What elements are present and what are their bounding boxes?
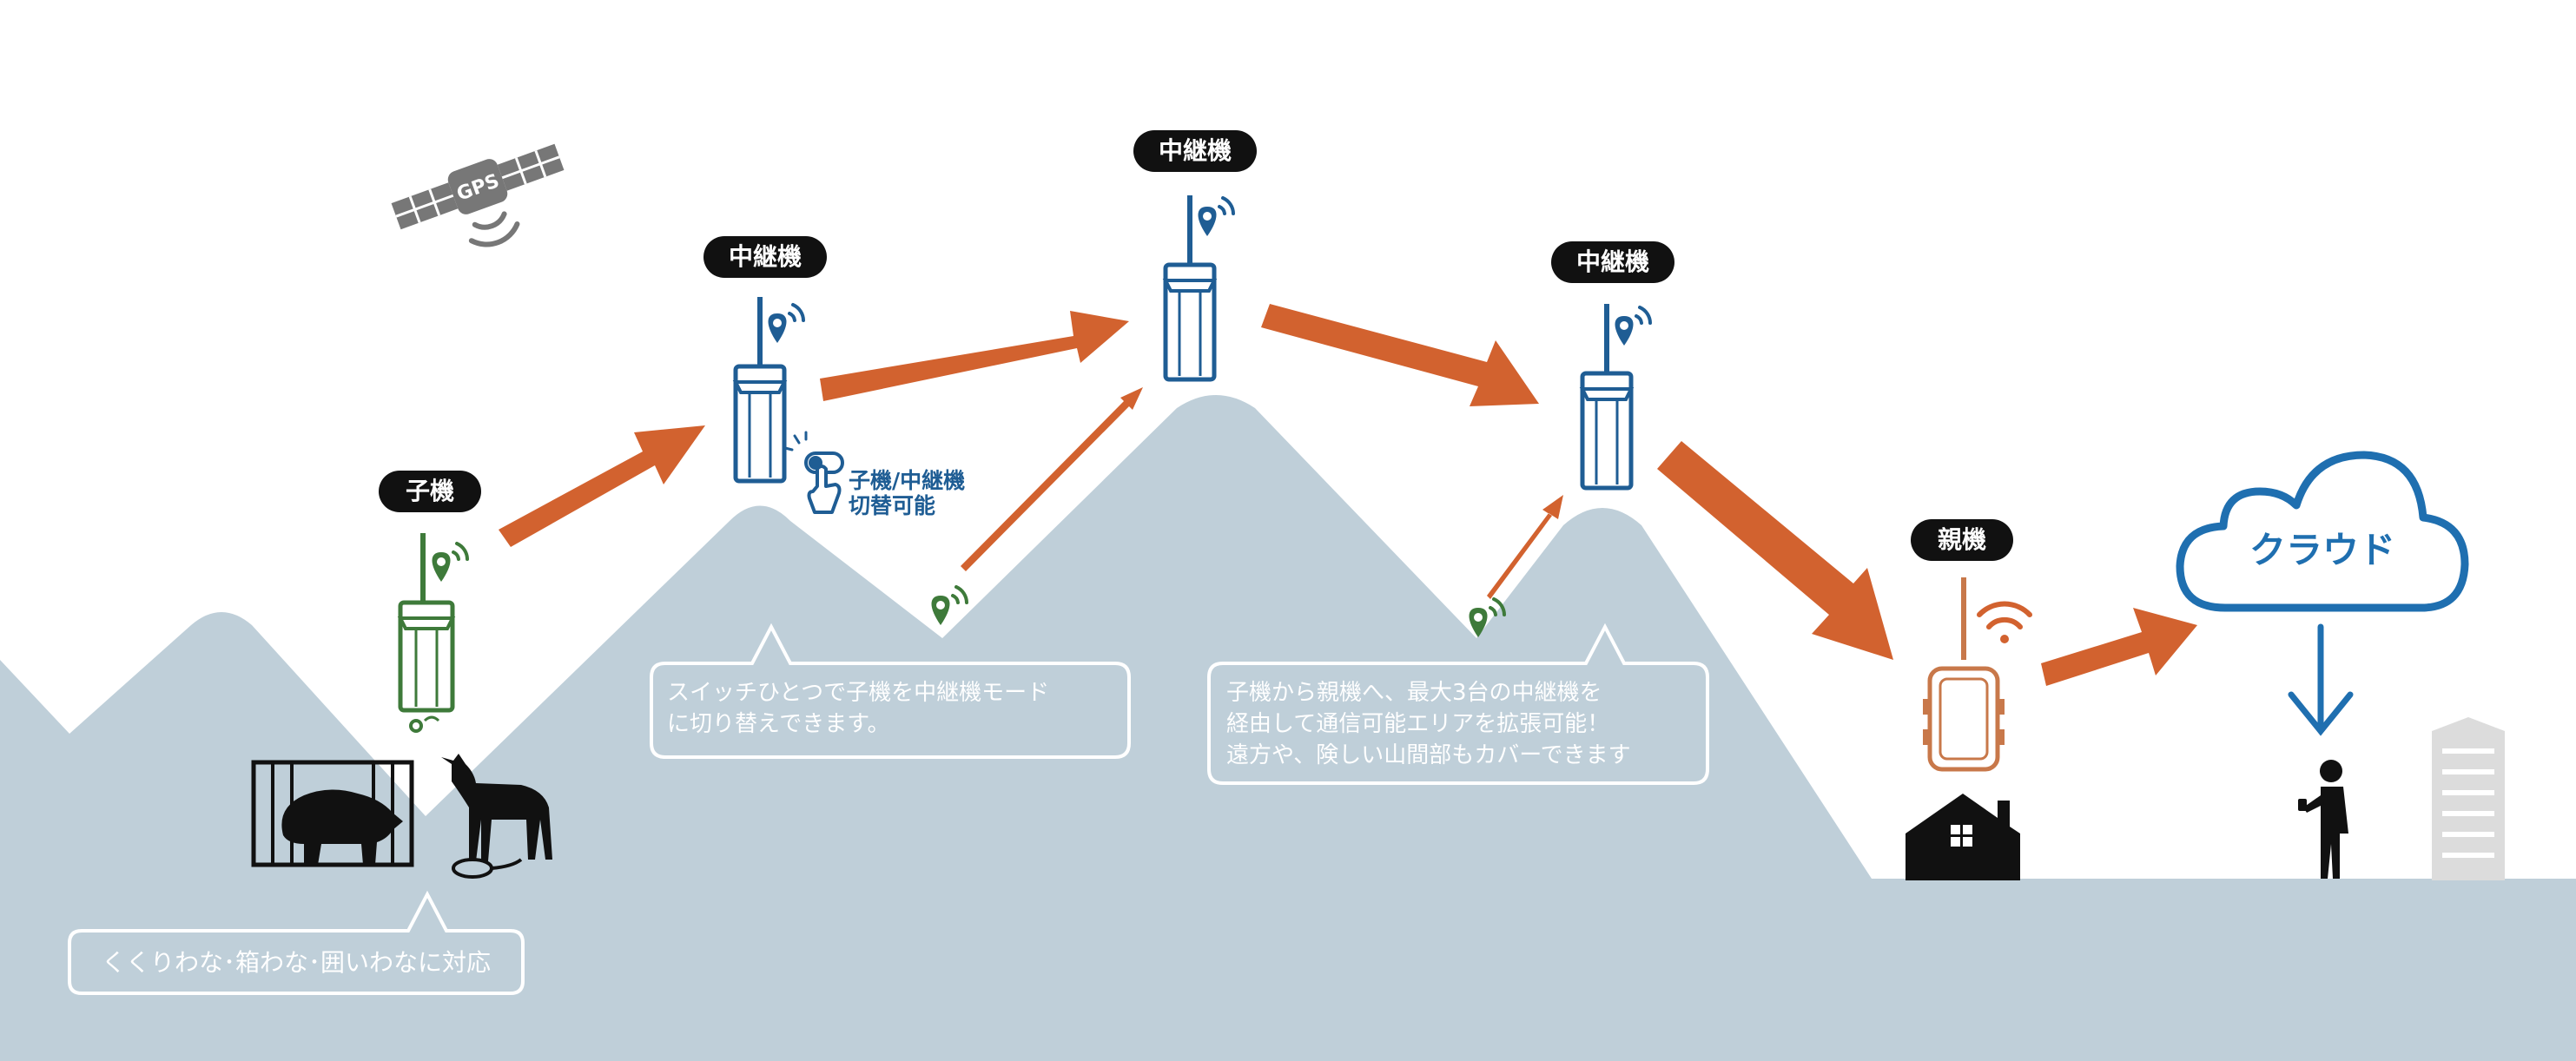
relay3-location-pin-icon <box>1613 306 1652 347</box>
deer-icon <box>441 754 552 861</box>
callout-traps-text: くくりわな･箱わな･囲いわなに対応 <box>102 948 491 977</box>
mountain-range <box>0 395 2576 1061</box>
arrow-parent-to-cloud <box>2041 608 2197 686</box>
snare-trap-icon <box>452 858 523 879</box>
label-relay-3: 中継機 <box>1551 241 1674 283</box>
callout-relay-line2: 経由して通信可能エリアを拡張可能！ <box>1226 711 1609 737</box>
person-icon <box>2298 760 2348 879</box>
relay1-location-pin-icon <box>766 303 805 345</box>
relay2-location-pin-icon <box>1196 196 1235 238</box>
callout-switch-line2: に切り替えできます。 <box>667 711 890 737</box>
switch-label-line1: 子機/中継機 <box>849 468 965 493</box>
signal-arrows <box>499 304 2197 686</box>
arrow-relay1-to-relay2 <box>820 311 1129 401</box>
label-relay-2-text: 中継機 <box>1159 136 1232 165</box>
label-parent: 親機 <box>1911 519 2013 561</box>
arrow-pin-to-relay3 <box>1487 495 1563 599</box>
cloud-icon <box>2176 451 2469 612</box>
child-device <box>397 533 456 733</box>
callout-relay-range: 子機から親機へ、最大3台の中継機を 経由して通信可能エリアを拡張可能！ 遠方や、… <box>1207 623 1709 785</box>
label-relay-1: 中継機 <box>703 236 827 278</box>
arrow-pin-to-relay2 <box>961 387 1143 571</box>
callout-traps: くくりわな･箱わな･囲いわなに対応 <box>68 890 525 995</box>
down-arrow-icon <box>2288 623 2354 736</box>
parent-device <box>1923 577 2005 772</box>
label-child-text: 子機 <box>406 477 454 505</box>
ground-pin-1-icon <box>929 585 968 627</box>
wifi-icon <box>1977 601 2032 643</box>
label-relay-1-text: 中継機 <box>729 242 802 271</box>
child-location-pin-icon <box>430 542 469 583</box>
building-icon <box>2432 717 2505 880</box>
arrow-child-to-relay1 <box>499 425 705 547</box>
callout-relay-line1: 子機から親機へ、最大3台の中継機を <box>1226 680 1602 706</box>
wild-boar-icon <box>281 789 403 865</box>
label-relay-2: 中継機 <box>1133 130 1257 172</box>
hand-pointer-icon <box>807 465 842 514</box>
callout-relay-line3: 遠方や、険しい山間部もカバーできます <box>1226 742 1631 768</box>
callout-switch-mode: スイッチひとつで子機を中継機モード に切り替えできます。 <box>650 623 1131 759</box>
arrow-relay3-to-parent <box>1657 441 1893 660</box>
label-relay-3-text: 中継機 <box>1576 247 1649 276</box>
switch-label-line2: 切替可能 <box>849 493 935 518</box>
label-parent-text: 親機 <box>1938 525 1986 554</box>
toggle-switch-icon <box>783 431 844 474</box>
arrow-relay2-to-relay3 <box>1261 304 1539 406</box>
cloud-label: クラウド <box>2249 529 2395 571</box>
callout-switch-line1: スイッチひとつで子機を中継機モード <box>667 680 1049 706</box>
label-child: 子機 <box>379 471 481 512</box>
house-icon <box>1906 794 2020 880</box>
gps-satellite-icon: GPS <box>391 143 565 247</box>
